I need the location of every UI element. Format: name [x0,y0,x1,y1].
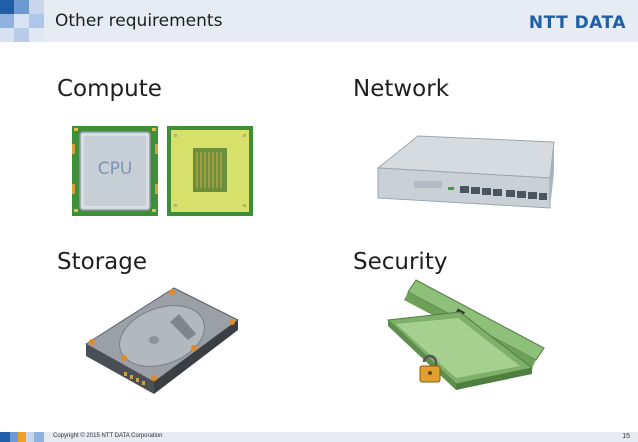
slide-title: Other requirements [55,11,223,31]
storage-heading: Storage [57,249,147,275]
security-heading: Security [353,249,448,275]
footer-mosaic-decoration [0,432,46,442]
cpu-label: CPU [98,159,133,179]
hard-drive-icon [85,287,239,394]
slide-footer: Copyright © 2015 NTT DATA Corporation 15 [0,432,638,442]
lockbox-icon [386,279,545,390]
compute-heading: Compute [57,76,162,102]
slide-header: Other requirements NTT DATA [0,0,638,42]
network-heading: Network [353,76,450,102]
ntt-data-logo: NTT DATA [528,13,626,33]
header-mosaic-decoration [0,0,44,42]
page-number: 15 [622,433,630,440]
copyright-text: Copyright © 2015 NTT DATA Corporation [53,433,163,439]
switch-icon [376,135,555,209]
cpu-icon: CPU [72,126,253,216]
